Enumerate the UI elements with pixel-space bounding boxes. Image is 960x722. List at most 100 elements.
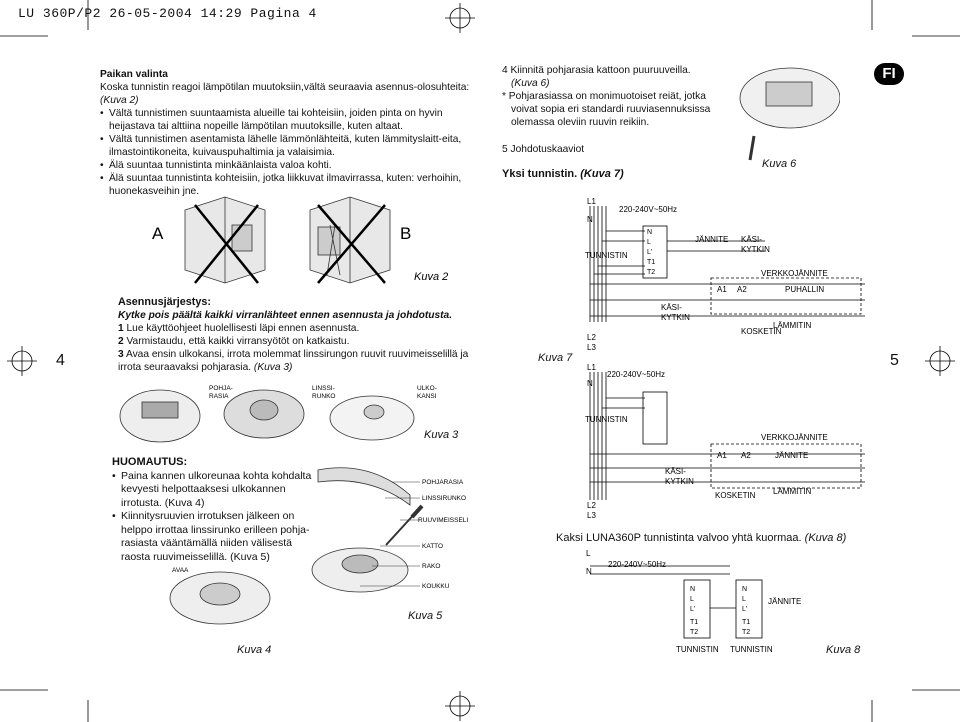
- tunnistin-label: TUNNISTIN: [585, 415, 628, 424]
- fig3-label: LINSSI-: [312, 385, 335, 392]
- kasikytkin-label: KÄSI-: [741, 235, 762, 244]
- kasikytkin-label: KÄSI-: [661, 303, 682, 312]
- figure-5: POHJARASIA LINSSIRUNKO RUUVIMEISSELI KAT…: [311, 467, 468, 593]
- tunnistin-label: TUNNISTIN: [676, 645, 719, 654]
- kosketin-label: KOSKETIN: [741, 327, 782, 336]
- a1-label: A1: [717, 451, 727, 460]
- note-list: Paina kannen ulkoreunaa kohta kohdalta k…: [112, 470, 312, 565]
- wire-label: L3: [587, 511, 596, 520]
- tunnistin-label: TUNNISTIN: [730, 645, 773, 654]
- janite-label: JÄNNITE: [775, 451, 808, 460]
- fig5-label: LINSSIRUNKO: [422, 495, 466, 502]
- wire-label: L1: [587, 363, 596, 372]
- fig3-label: KANSI: [417, 393, 437, 400]
- terminal-label: L': [742, 606, 747, 613]
- terminal-label: T1: [742, 619, 750, 626]
- list-item: Vältä tunnistimen suuntaamista alueille …: [100, 107, 470, 133]
- step-4-note: * Pohjarasiassa on monimuotoiset reiät, …: [502, 91, 711, 128]
- print-header: LU 360P/P2 26-05-2004 14:29 Pagina 4: [18, 6, 317, 21]
- a1-label: A1: [717, 285, 727, 294]
- fig5-caption: Kuva 5: [408, 610, 443, 622]
- wire-label: L2: [587, 333, 596, 342]
- terminal-label: T2: [742, 629, 750, 636]
- fig3-label: POHJA-: [209, 385, 233, 392]
- fig7-caption: Kuva 7: [538, 352, 573, 364]
- fig4-label: AVAA: [172, 567, 189, 574]
- fig8-caption: Kuva 8: [826, 644, 861, 656]
- wire-label: L: [586, 549, 591, 558]
- note-title: HUOMAUTUS:: [112, 456, 188, 468]
- wire-label: N: [586, 567, 592, 576]
- figure-8-wiring: L N 220-240V~50Hz N L L' T1 T2 N L L' T1…: [586, 549, 801, 654]
- fig3-caption: Kuva 3: [424, 429, 459, 441]
- terminal-label: L: [690, 596, 694, 603]
- verkkojannite-label: VERKKOJÄNNITE: [761, 433, 828, 442]
- lammitin-label: LÄMMITIN: [773, 487, 811, 496]
- supply-label: 220-240V~50Hz: [607, 370, 665, 379]
- terminal-label: N: [690, 586, 695, 593]
- placement-section: Paikan valinta Koska tunnistin reagoi lä…: [100, 68, 470, 198]
- step4-section: 4 Kiinnitä pohjarasia kattoon puuruuveil…: [502, 64, 732, 181]
- janite-label: JÄNNITE: [695, 235, 728, 244]
- fig3-label: RUNKO: [312, 393, 335, 400]
- terminal-label: L': [690, 606, 695, 613]
- step-3: 3 Avaa ensin ulkokansi, irrota molemmat …: [118, 349, 469, 373]
- fig2-label-a: A: [152, 224, 164, 243]
- placement-intro: Koska tunnistin reagoi lämpötilan muutok…: [100, 82, 470, 106]
- janite-label: JÄNNITE: [768, 597, 801, 606]
- fig4-caption: Kuva 4: [237, 644, 272, 656]
- kasikytkin-label: KYTKIN: [665, 477, 694, 486]
- figure-2: A B Kuva 2: [152, 196, 448, 284]
- terminal-label: L': [647, 249, 652, 256]
- supply-label: 220-240V~50Hz: [608, 560, 666, 569]
- page-number-right: 5: [890, 352, 899, 369]
- assembly-section: Asennusjärjestys: Kytke pois päältä kaik…: [118, 296, 478, 374]
- step-5: 5 Johdotuskaaviot: [502, 144, 585, 155]
- list-item: Paina kannen ulkoreunaa kohta kohdalta k…: [112, 470, 312, 511]
- figure-6: [739, 67, 840, 161]
- double-sensor-title: Kaksi LUNA360P tunnistinta valvoo yhtä k…: [556, 532, 847, 544]
- lammitin-label: LÄMMITIN: [773, 321, 811, 330]
- fig2-caption: Kuva 2: [414, 271, 448, 283]
- note-box: HUOMAUTUS: Paina kannen ulkoreunaa kohta…: [112, 456, 312, 564]
- figure-7-wiring: L1 N 220-240V~50Hz L2 L3 TUNNISTIN N L L…: [585, 197, 865, 520]
- terminal-label: T2: [690, 629, 698, 636]
- figure-4: AVAA: [169, 567, 271, 625]
- fig5-label: KATTO: [422, 543, 443, 550]
- kosketin-label: KOSKETIN: [715, 491, 756, 500]
- list-item: Älä suuntaa tunnistinta kohteisiin, jotk…: [100, 172, 470, 198]
- a2-label: A2: [741, 451, 751, 460]
- assembly-warning: Kytke pois päältä kaikki virranlähteet e…: [118, 310, 453, 321]
- puhallin-label: PUHALLIN: [785, 285, 824, 294]
- step-2: 2 Varmistaudu, että kaikki virransyötöt …: [118, 336, 350, 347]
- fig6-caption: Kuva 6: [762, 158, 797, 170]
- wire-label: N: [587, 215, 593, 224]
- terminal-label: N: [647, 229, 652, 236]
- terminal-label: N: [742, 586, 747, 593]
- language-badge: FI: [874, 63, 904, 85]
- wire-label: L1: [587, 197, 596, 206]
- fig3-label: ULKO-: [417, 385, 437, 392]
- fig3-label: RASIA: [209, 393, 229, 400]
- wire-label: L2: [587, 501, 596, 510]
- fig2-label-b: B: [400, 224, 411, 243]
- list-item: Vältä tunnistimen asentamista lähelle lä…: [100, 133, 470, 159]
- terminal-label: T1: [690, 619, 698, 626]
- supply-label: 220-240V~50Hz: [619, 205, 677, 214]
- fig5-label: KOUKKU: [422, 583, 450, 590]
- fig5-label: RAKO: [422, 563, 440, 570]
- page-number-left: 4: [56, 352, 65, 369]
- placement-title: Paikan valinta: [100, 69, 168, 80]
- terminal-label: T1: [647, 259, 655, 266]
- wire-label: N: [587, 379, 593, 388]
- terminal-label: L: [742, 596, 746, 603]
- kasikytkin-label: KÄSI-: [665, 467, 686, 476]
- fig5-label: POHJARASIA: [422, 479, 464, 486]
- list-item: Älä suuntaa tunnistinta minkäänlaista va…: [100, 159, 470, 172]
- fig5-label: RUUVIMEISSELI: [418, 517, 468, 524]
- list-item: Kiinnitysruuvien irrotuksen jälkeen on h…: [112, 510, 312, 564]
- figure-3: POHJA- RASIA LINSSI- RUNKO ULKO- KANSI: [119, 385, 437, 443]
- placement-list: Vältä tunnistimen suuntaamista alueille …: [100, 107, 470, 198]
- kasikytkin-label: KYTKIN: [661, 313, 690, 322]
